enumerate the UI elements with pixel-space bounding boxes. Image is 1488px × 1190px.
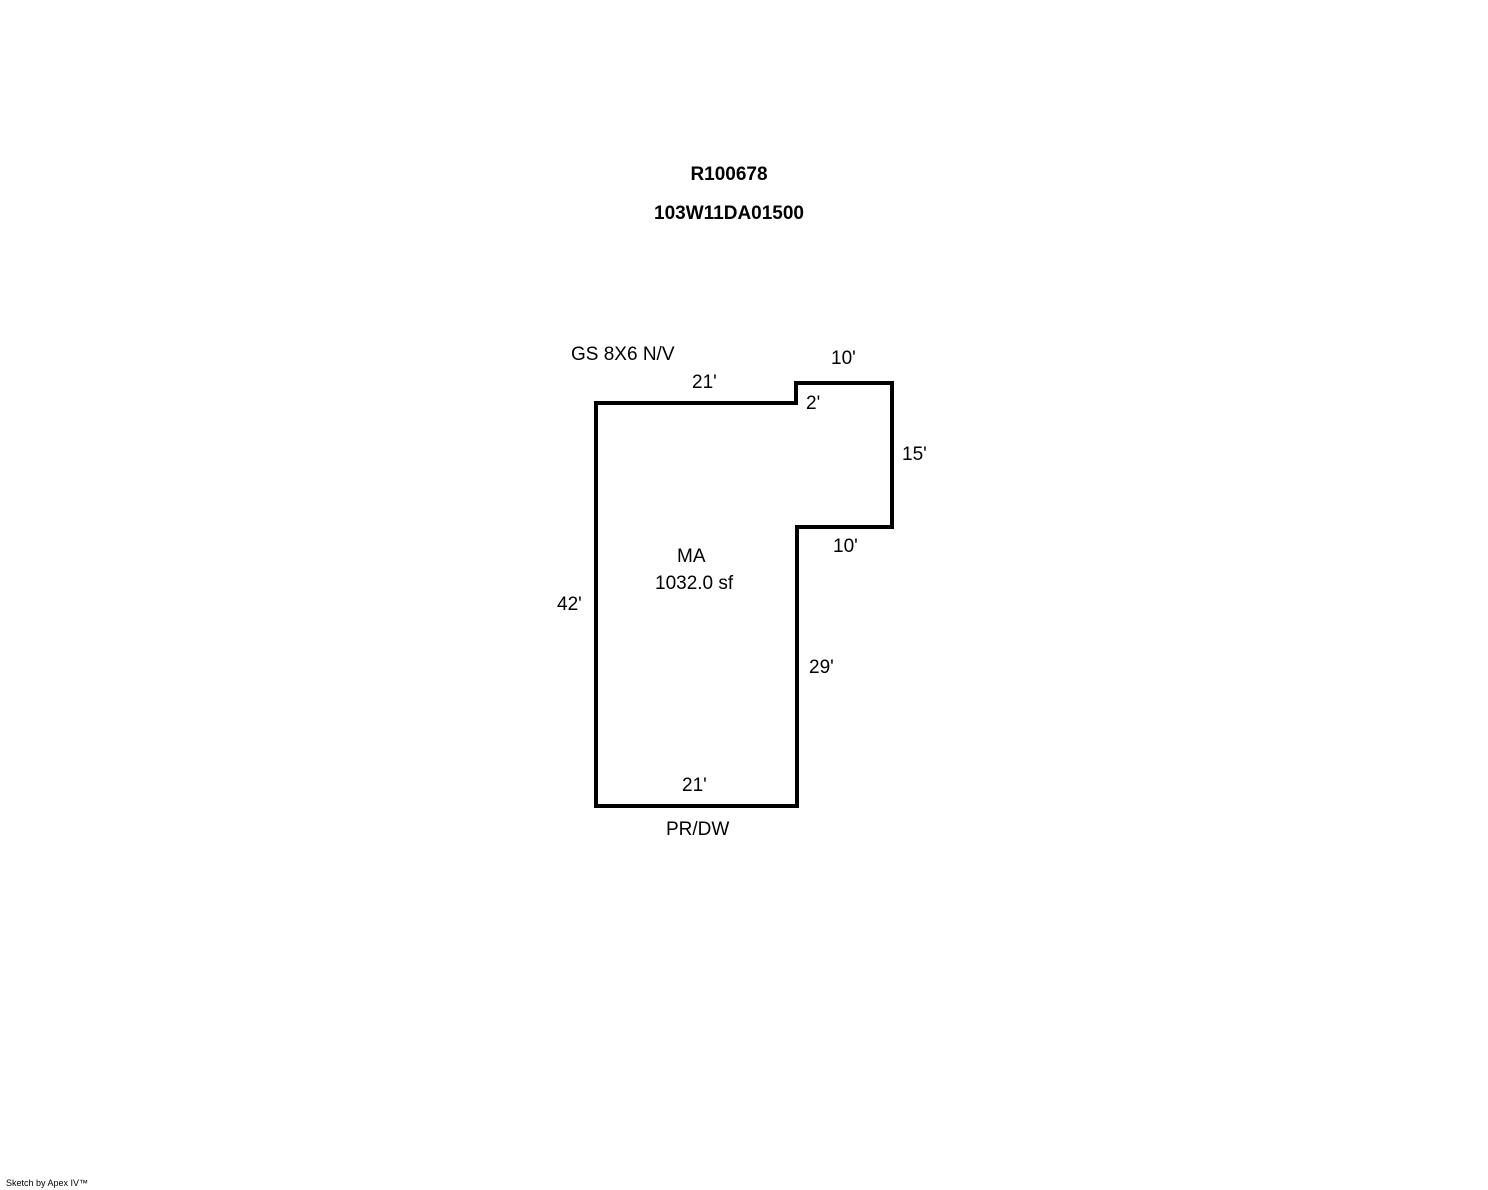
area-code: MA bbox=[677, 546, 706, 567]
dimension-top-main: 21' bbox=[692, 372, 717, 393]
dimension-ell-side: 15' bbox=[902, 444, 927, 465]
sketch-credit: Sketch by Apex IV™ bbox=[6, 1178, 89, 1188]
area-size: 1032.0 sf bbox=[655, 573, 734, 594]
map-number: 103W11DA01500 bbox=[654, 203, 804, 224]
note-gs: GS 8X6 N/V bbox=[571, 344, 675, 365]
dimension-right-side: 29' bbox=[809, 657, 834, 678]
dimension-top-ell: 10' bbox=[831, 348, 856, 369]
dimension-ell-bottom: 10' bbox=[833, 536, 858, 557]
dimension-bottom: 21' bbox=[682, 775, 707, 796]
dimension-left-side: 42' bbox=[557, 594, 582, 615]
parcel-id: R100678 bbox=[690, 164, 768, 185]
building-outline bbox=[594, 381, 894, 808]
note-pr-dw: PR/DW bbox=[666, 819, 730, 840]
dimension-step: 2' bbox=[806, 393, 821, 414]
